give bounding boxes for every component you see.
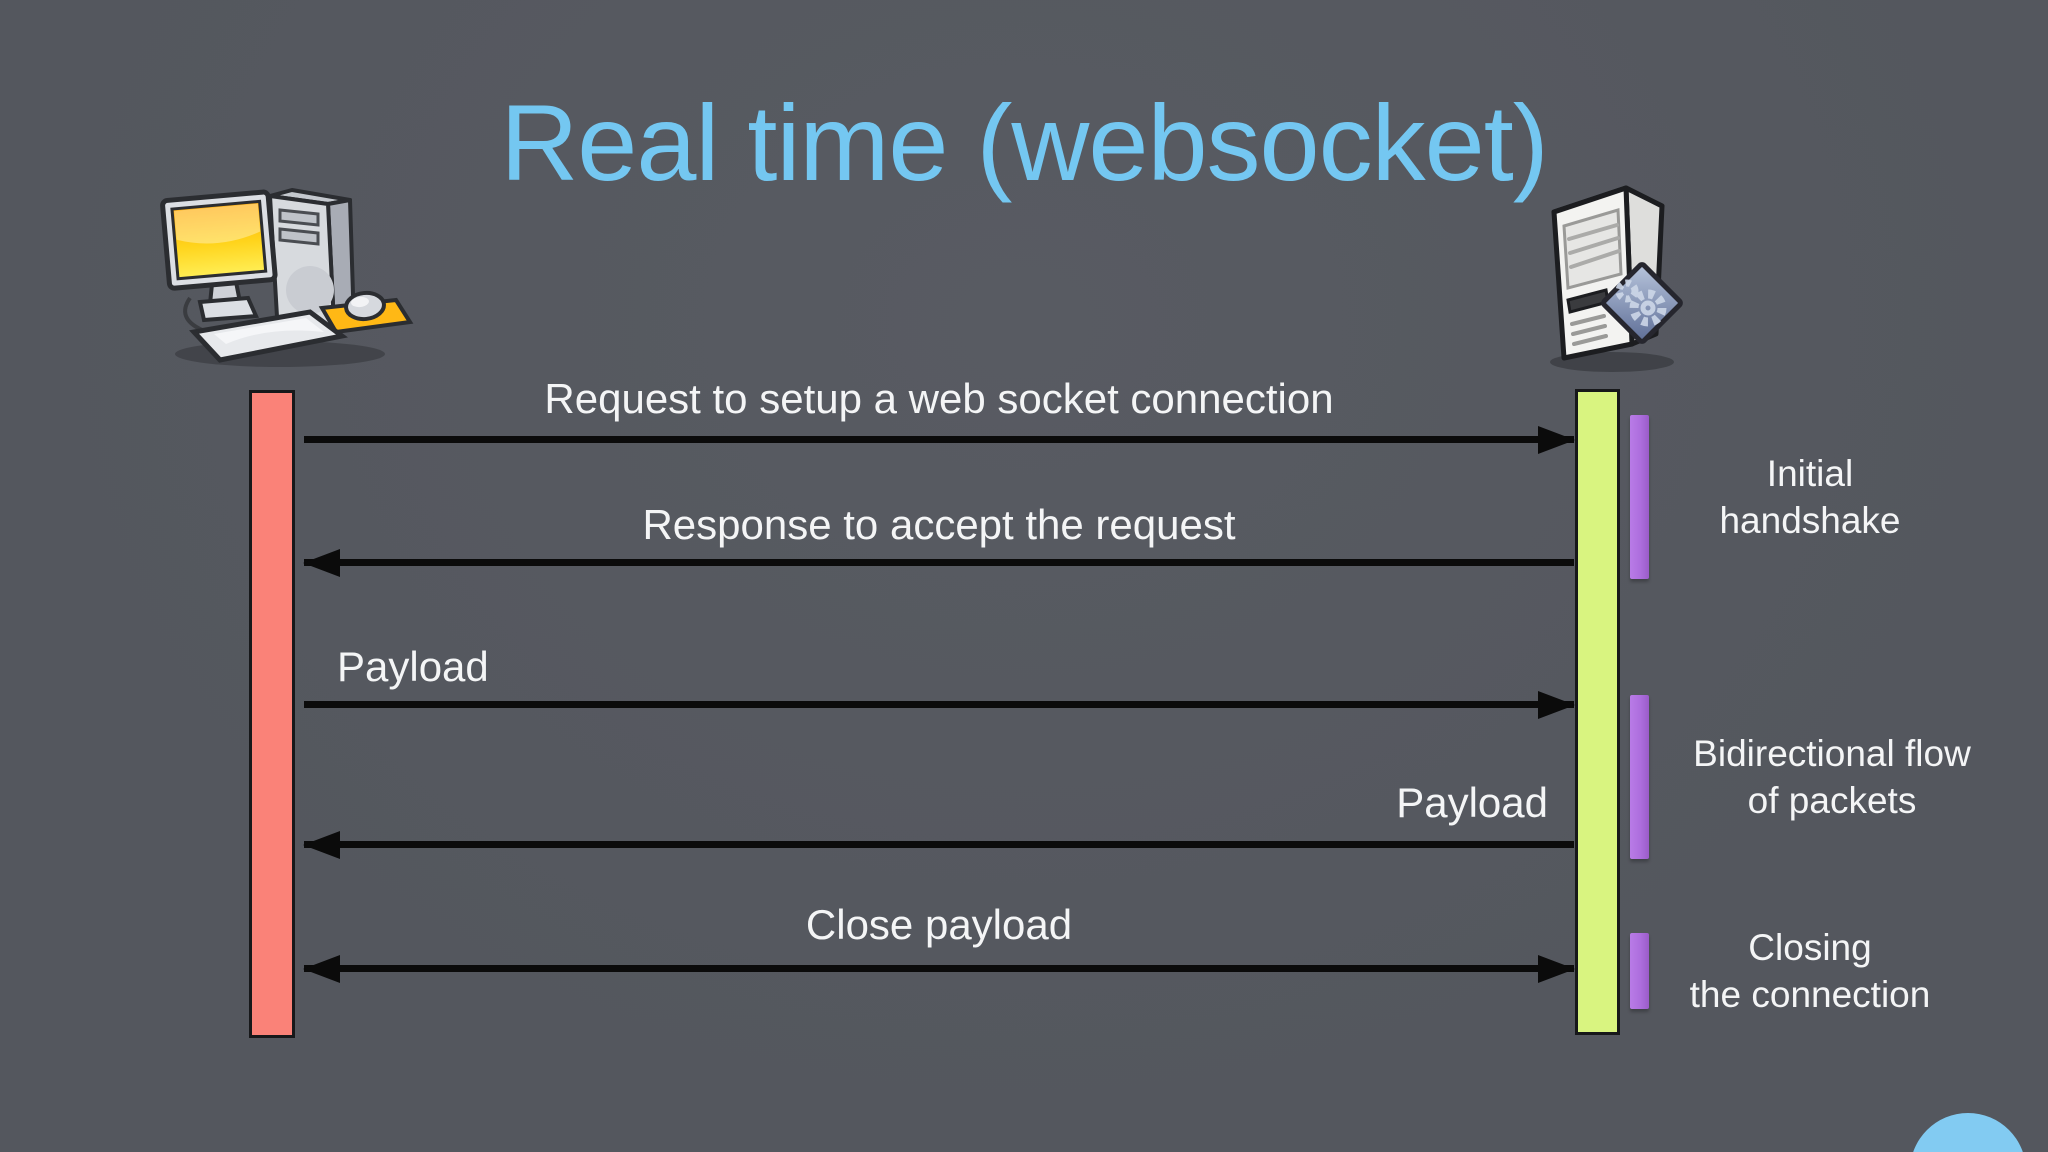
message-arrow	[303, 548, 1574, 577]
corner-accent-circle	[1910, 1113, 2026, 1152]
phase-bar-initial-handshake	[1630, 415, 1649, 579]
message-label: Request to setup a web socket connection	[544, 375, 1334, 422]
server-tower-icon	[1550, 185, 1683, 372]
message-arrow	[303, 830, 1574, 859]
message-label: Response to accept the request	[642, 501, 1236, 548]
message-row: Response to accept the request	[303, 501, 1574, 577]
message-row: Close payload	[303, 901, 1575, 983]
arrowhead-right-icon	[1538, 954, 1575, 983]
message-row: Request to setup a web socket connection	[304, 375, 1575, 454]
arrowhead-right-icon	[1538, 425, 1575, 454]
phase-label: Bidirectional flow of packets	[1693, 733, 1971, 821]
message-row: Payload	[304, 643, 1575, 719]
message-label: Payload	[1396, 779, 1548, 826]
arrowhead-left-icon	[303, 548, 340, 577]
server-icon	[1542, 180, 1692, 378]
message-arrow	[304, 690, 1575, 719]
server-lifeline-bar	[1575, 389, 1620, 1035]
arrowhead-left-icon	[303, 830, 340, 859]
phase-bar-closing	[1630, 933, 1649, 1009]
message-row: Payload	[303, 779, 1574, 859]
client-lifeline-bar	[249, 390, 295, 1038]
phase-label: Closing the connection	[1689, 927, 1931, 1015]
page-title: Real time (websocket)	[500, 82, 1548, 204]
arrowhead-left-icon	[303, 954, 340, 983]
arrowhead-right-icon	[1538, 690, 1575, 719]
message-arrow	[304, 425, 1575, 454]
phase-bar-bidirectional-flow	[1630, 695, 1649, 859]
client-computer-icon	[160, 182, 416, 374]
phase-label: Initial handshake	[1719, 453, 1901, 541]
desktop-computer-icon	[160, 188, 414, 367]
message-label: Payload	[337, 643, 489, 690]
message-arrow	[303, 954, 1575, 983]
message-label: Close payload	[805, 901, 1073, 948]
